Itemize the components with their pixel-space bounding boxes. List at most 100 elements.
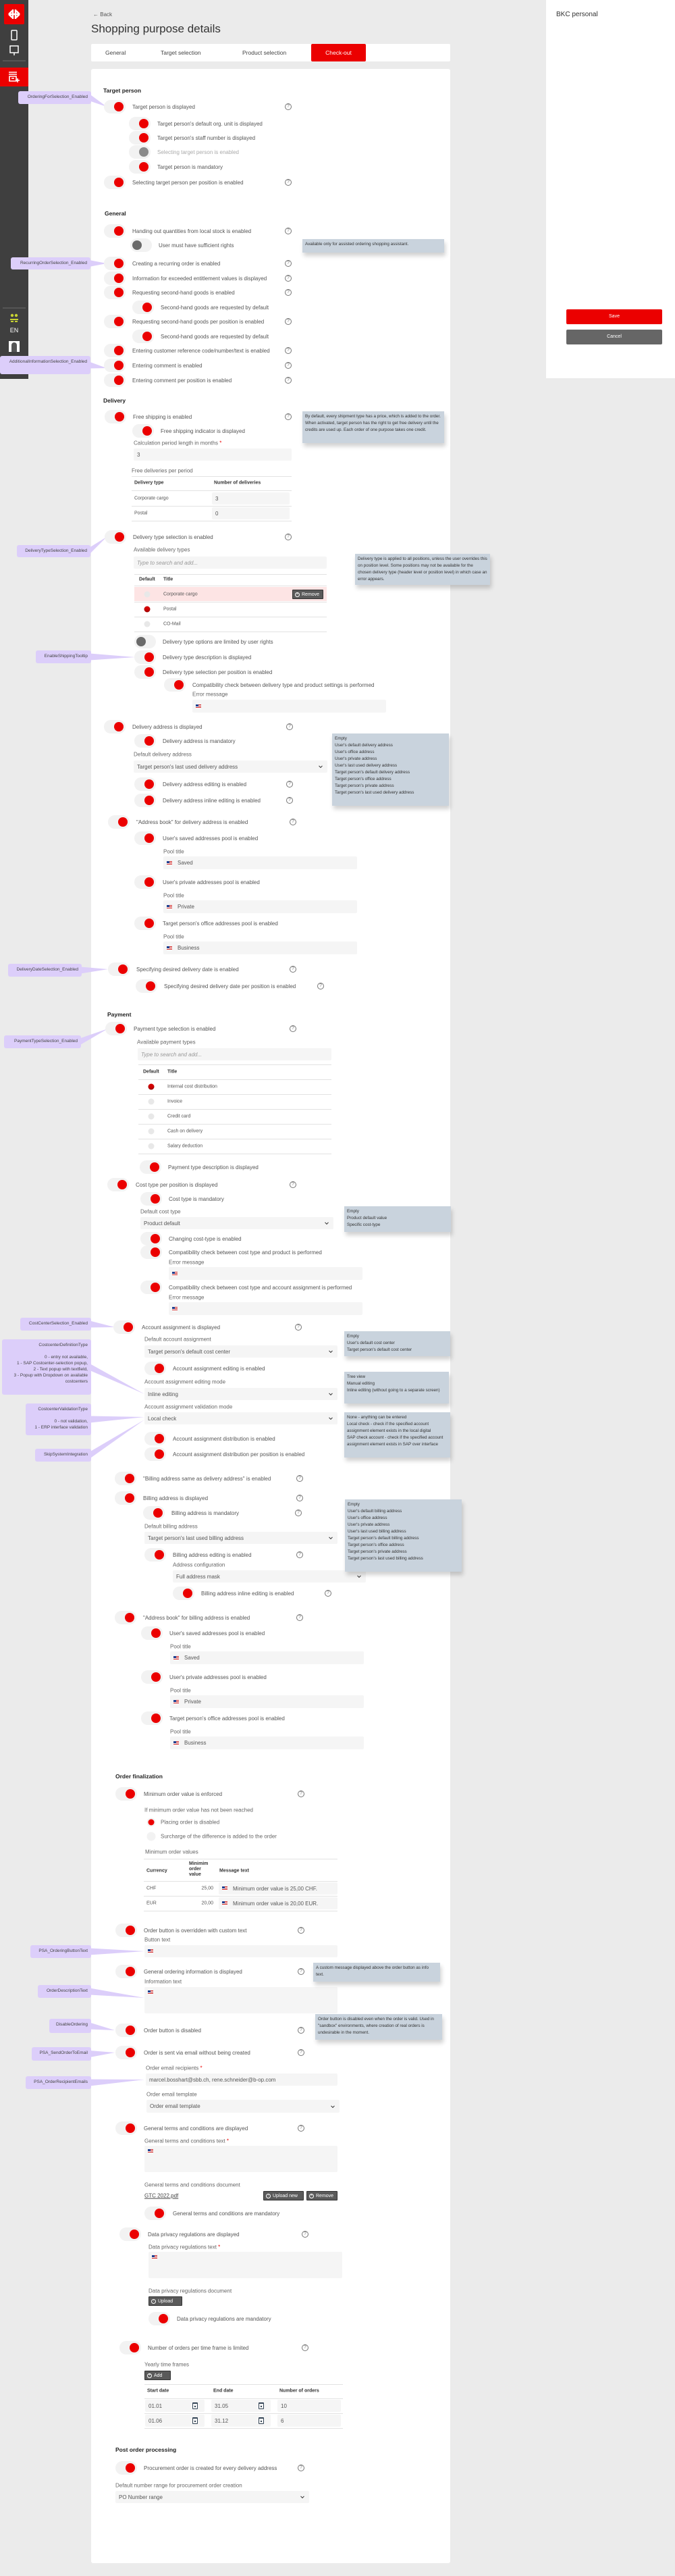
- end-date-input[interactable]: 31.12: [211, 2415, 271, 2427]
- help-icon[interactable]: [298, 2027, 304, 2034]
- remove-document-button[interactable]: ×Remove: [306, 2191, 338, 2200]
- help-icon[interactable]: [285, 318, 292, 325]
- upload-button[interactable]: ↑Upload: [148, 2296, 182, 2306]
- toggle-switch[interactable]: [113, 1320, 135, 1334]
- help-icon[interactable]: [285, 179, 292, 186]
- button-text-input[interactable]: [144, 1945, 338, 1957]
- address-configuration-select[interactable]: Full address mask: [173, 1570, 366, 1582]
- email-template-select[interactable]: Order email template: [146, 2100, 340, 2113]
- cancel-button[interactable]: Cancel: [566, 330, 662, 344]
- default-radio[interactable]: [148, 1083, 155, 1090]
- toggle-switch[interactable]: [132, 330, 154, 343]
- user-avatar[interactable]: [9, 341, 20, 352]
- pool-title-input[interactable]: Business: [170, 1736, 364, 1749]
- users-icon[interactable]: [0, 313, 28, 326]
- default-delivery-address-select[interactable]: Target person's last used delivery addre…: [134, 761, 327, 773]
- help-icon[interactable]: [285, 289, 292, 296]
- toggle-switch[interactable]: [104, 176, 126, 189]
- toggle-switch[interactable]: [144, 1548, 166, 1562]
- help-icon[interactable]: [285, 228, 292, 234]
- toggle-switch[interactable]: [134, 734, 156, 748]
- toggle-switch[interactable]: [119, 2341, 141, 2354]
- number-of-orders-input[interactable]: 6: [277, 2415, 341, 2427]
- calendar-icon[interactable]: [259, 2402, 264, 2409]
- toggle-switch[interactable]: [134, 875, 156, 889]
- default-radio[interactable]: [148, 1143, 155, 1150]
- toggle-switch[interactable]: [134, 635, 156, 648]
- help-icon[interactable]: [290, 1025, 296, 1032]
- toggle-switch[interactable]: [108, 815, 130, 829]
- pool-title-input[interactable]: Private: [163, 900, 357, 913]
- toggle-switch[interactable]: [129, 160, 151, 174]
- help-icon[interactable]: [285, 362, 292, 369]
- toggle-switch[interactable]: [104, 359, 126, 372]
- toggle-switch[interactable]: [129, 131, 151, 145]
- default-account-assignment-select[interactable]: Target person's default cost center: [144, 1345, 338, 1358]
- remove-button[interactable]: ×Remove: [292, 590, 323, 599]
- error-message-input[interactable]: [169, 1267, 362, 1280]
- default-radio[interactable]: [144, 621, 151, 627]
- toggle-switch[interactable]: [140, 1281, 162, 1294]
- toggle-switch[interactable]: [104, 257, 126, 270]
- toggle-switch[interactable]: [132, 301, 154, 314]
- toggle-switch[interactable]: [115, 2121, 137, 2135]
- radio-button[interactable]: [146, 1832, 156, 1841]
- privacy-text-area[interactable]: [148, 2252, 342, 2278]
- toggle-switch[interactable]: [115, 2461, 137, 2475]
- sidebar-item-shop-config[interactable]: [0, 68, 28, 86]
- start-date-input[interactable]: 01.06: [145, 2415, 205, 2427]
- help-icon[interactable]: [290, 819, 296, 825]
- pool-title-input[interactable]: Saved: [170, 1651, 364, 1664]
- toggle-switch[interactable]: [107, 1178, 129, 1191]
- toggle-switch[interactable]: [134, 831, 156, 845]
- monitor-icon[interactable]: [0, 45, 28, 59]
- default-radio[interactable]: [148, 1128, 155, 1135]
- toggle-switch[interactable]: [140, 1160, 161, 1174]
- information-text-area[interactable]: [144, 1987, 338, 2013]
- toggle-switch[interactable]: [105, 1022, 127, 1035]
- default-billing-address-select[interactable]: Target person's last used billing addres…: [144, 1532, 338, 1544]
- toggle-switch[interactable]: [119, 2227, 141, 2241]
- toggle-switch[interactable]: [105, 530, 126, 544]
- toggle-switch[interactable]: [144, 1432, 166, 1445]
- tab-product-selection[interactable]: Product selection: [242, 49, 287, 56]
- help-icon[interactable]: [286, 797, 293, 804]
- toggle-switch[interactable]: [115, 2024, 137, 2037]
- toggle-switch[interactable]: [104, 100, 126, 113]
- toggle-switch[interactable]: [132, 424, 154, 438]
- toggle-switch[interactable]: [115, 1924, 137, 1937]
- help-icon[interactable]: [285, 413, 292, 420]
- toggle-switch[interactable]: [144, 1447, 166, 1461]
- toggle-switch[interactable]: [134, 777, 156, 791]
- help-icon[interactable]: [296, 1551, 303, 1558]
- calendar-icon[interactable]: [192, 2417, 198, 2424]
- help-icon[interactable]: [285, 260, 292, 267]
- toggle-switch[interactable]: [115, 1491, 136, 1505]
- help-icon[interactable]: [317, 983, 324, 989]
- toggle-switch[interactable]: [129, 117, 151, 130]
- help-icon[interactable]: [286, 781, 293, 788]
- toggle-switch[interactable]: [104, 344, 126, 357]
- help-icon[interactable]: [325, 1590, 331, 1597]
- toggle-switch[interactable]: [115, 1472, 136, 1485]
- help-icon[interactable]: [298, 1927, 304, 1934]
- deliveries-count-input[interactable]: 0: [212, 507, 290, 519]
- delivery-type-search-input[interactable]: Type to search and add...: [134, 557, 327, 569]
- message-text-input[interactable]: Minimum order value is 20,00 EUR.: [219, 1897, 338, 1909]
- help-icon[interactable]: [295, 1510, 302, 1516]
- add-time-frame-button[interactable]: +Add: [144, 2371, 171, 2380]
- default-cost-type-select[interactable]: Product default: [140, 1217, 333, 1229]
- back-link[interactable]: ← Back: [93, 11, 112, 18]
- toggle-switch[interactable]: [104, 272, 126, 285]
- toggle-switch[interactable]: [140, 1232, 162, 1245]
- help-icon[interactable]: [285, 275, 292, 282]
- toggle-switch[interactable]: [104, 373, 126, 387]
- error-message-input[interactable]: [192, 700, 386, 713]
- toggle-switch[interactable]: [141, 1670, 163, 1684]
- help-icon[interactable]: [285, 103, 292, 110]
- toggle-switch[interactable]: [164, 678, 186, 692]
- toggle-switch[interactable]: [140, 1245, 162, 1259]
- help-icon[interactable]: [298, 2049, 304, 2056]
- toggle-switch[interactable]: [141, 1626, 163, 1640]
- help-icon[interactable]: [302, 2231, 308, 2238]
